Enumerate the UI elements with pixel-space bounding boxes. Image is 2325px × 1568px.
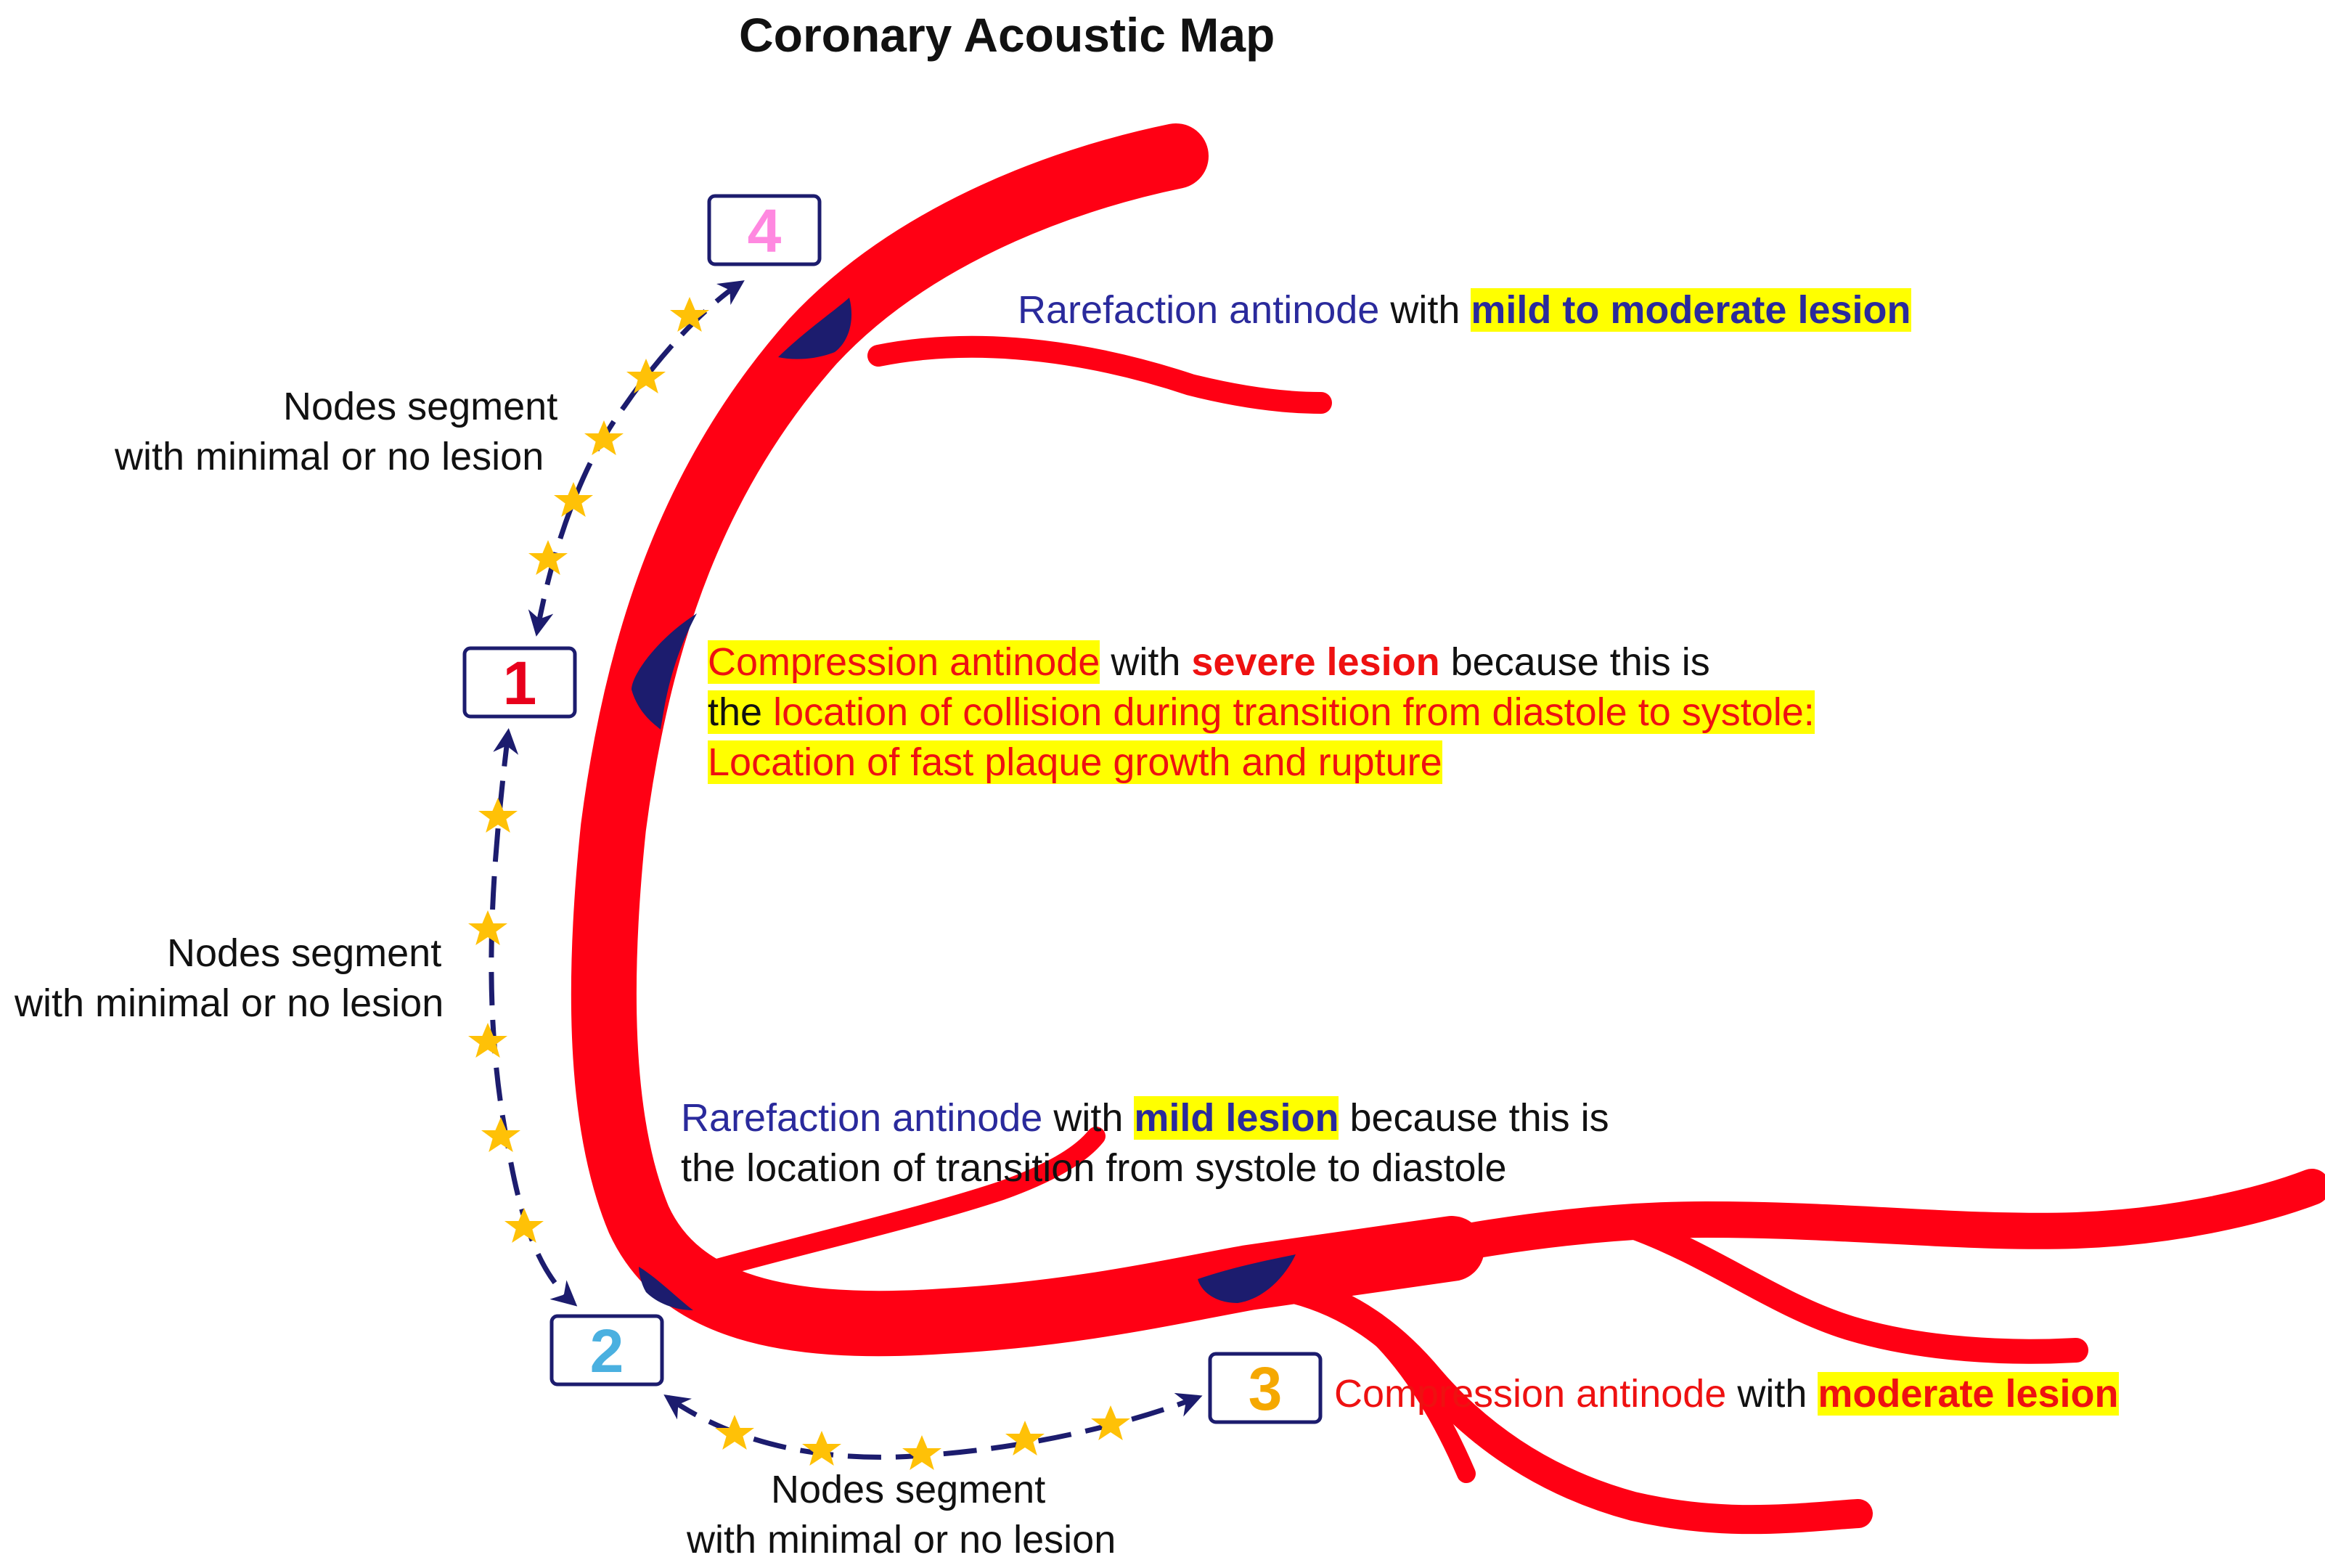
annotation-top-lesion: mild to moderate lesion	[1471, 288, 1911, 332]
branch-upper	[867, 335, 1332, 414]
star-icon	[481, 1117, 520, 1152]
annotation-middle-compression: Compression antinode	[708, 640, 1100, 684]
annotation-middle-the: the	[708, 690, 774, 734]
annotation-middle-with: with	[1100, 640, 1192, 684]
segment-label-bottom-line2: with minimal or no lesion	[687, 1518, 1116, 1561]
node-number-1: 1	[503, 649, 537, 717]
annotation-lower-because: because this is	[1339, 1096, 1609, 1140]
star-icon	[584, 420, 624, 455]
node-number-3: 3	[1249, 1355, 1283, 1423]
annotation-middle-line1: Compression antinode with severe lesion …	[708, 637, 1710, 687]
annotation-lower-rarefaction: Rarefaction antinode	[681, 1096, 1043, 1140]
annotation-bottom: Compression antinode with moderate lesio…	[1334, 1368, 2119, 1419]
node-box-4	[707, 194, 822, 266]
star-icon	[468, 1023, 507, 1058]
star-icon	[626, 359, 666, 393]
segment-label-upper-line1: Nodes segment	[283, 385, 558, 428]
annotation-top-rarefaction: Rarefaction antinode	[1018, 288, 1380, 332]
segment-label-middle-line1: Nodes segment	[167, 931, 442, 975]
star-icon	[528, 540, 568, 575]
annotation-lower-mild: mild lesion	[1134, 1096, 1339, 1140]
branch-right-mid	[1621, 1214, 2088, 1364]
star-icon	[902, 1435, 941, 1470]
annotation-bottom-moderate: moderate lesion	[1818, 1372, 2119, 1416]
antinode-plaque-bottom	[1198, 1254, 1296, 1303]
antinode-plaques	[632, 298, 1296, 1310]
annotation-lower-line2: the location of transition from systole …	[681, 1146, 1507, 1190]
star-markers	[468, 297, 1130, 1470]
diagram-title: Coronary Acoustic Map	[739, 8, 1275, 62]
annotation-lower-with: with	[1042, 1096, 1135, 1140]
segment-label-bottom-line1: Nodes segment	[771, 1468, 1046, 1511]
arrow-node1-node2	[489, 728, 578, 1307]
annotation-bottom-with: with	[1726, 1372, 1818, 1416]
node-box-3	[1208, 1352, 1323, 1424]
star-icon	[1091, 1405, 1130, 1440]
annotation-top-with: with	[1379, 288, 1471, 332]
star-icon	[478, 798, 518, 833]
node-number-2: 2	[590, 1317, 624, 1385]
node-number-4: 4	[748, 197, 782, 265]
annotation-bottom-compression: Compression antinode	[1334, 1372, 1727, 1416]
star-icon	[554, 482, 593, 517]
star-icon	[504, 1208, 544, 1243]
star-icon	[802, 1431, 841, 1466]
annotation-middle-line3: Location of fast plaque growth and ruptu…	[708, 737, 1442, 788]
annotation-middle-plaque-growth: Location of fast plaque growth and ruptu…	[708, 740, 1442, 784]
annotation-middle-severe: severe lesion	[1191, 640, 1440, 684]
segment-label-upper-line2: with minimal or no lesion	[115, 435, 544, 478]
star-icon	[1005, 1421, 1045, 1455]
star-icon	[715, 1415, 754, 1450]
star-icon	[670, 297, 709, 332]
coronary-vessel	[571, 123, 2325, 1535]
antinode-plaque-top	[778, 298, 852, 359]
node-box-2	[549, 1314, 664, 1387]
annotation-middle-line2: the location of collision during transit…	[708, 687, 1815, 738]
branch-right-top	[1274, 1169, 2325, 1296]
star-icon	[468, 910, 507, 945]
node-numbers: 1 2 3 4	[503, 197, 1283, 1423]
antinode-plaque-middle	[632, 613, 697, 730]
annotation-lower-line1: Rarefaction antinode with mild lesion be…	[681, 1093, 1609, 1143]
annotation-middle-because: because this is	[1439, 640, 1710, 684]
segment-label-middle-line2: with minimal or no lesion	[15, 981, 444, 1025]
annotation-middle-location-collision: location of collision during transition …	[773, 690, 1815, 734]
branch-mid-left	[687, 1127, 1106, 1283]
node-box-1	[462, 646, 577, 719]
node-boxes	[462, 194, 1323, 1424]
branch-down-small	[1370, 1326, 1476, 1483]
antinode-plaque-lower	[639, 1267, 693, 1310]
annotation-top: Rarefaction antinode with mild to modera…	[1018, 285, 1911, 335]
